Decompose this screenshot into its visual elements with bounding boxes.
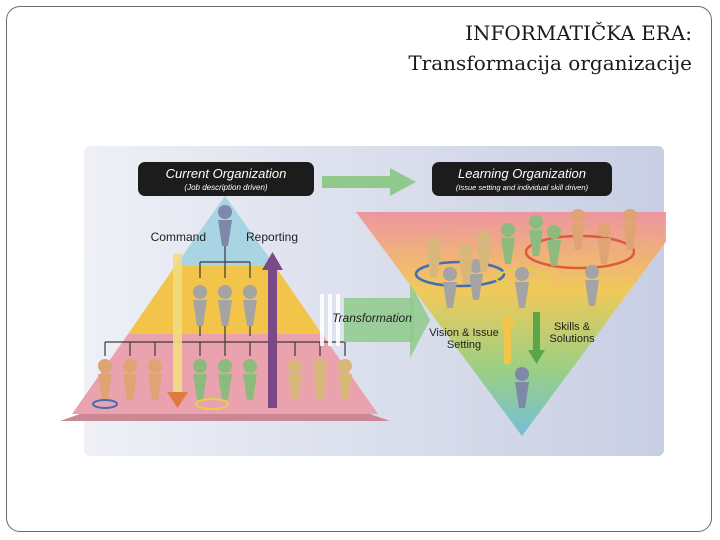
- top-transition-arrow: [322, 168, 416, 196]
- middle-managers: [193, 285, 257, 326]
- transformation-label: Transformation: [332, 311, 412, 325]
- slide-title-line2: Transformacija organizacije: [408, 51, 692, 75]
- reporting-arrow: [262, 252, 283, 408]
- vision-label-line2: Setting: [447, 339, 481, 351]
- cycle-ring-left: [92, 399, 118, 409]
- slide-frame: [6, 6, 712, 532]
- reporting-label: Reporting: [246, 230, 298, 244]
- staff-group-2: [193, 359, 257, 400]
- staff-group-3: [288, 359, 352, 400]
- slide-title-line1: INFORMATIČKA ERA:: [465, 21, 692, 45]
- command-arrow: [167, 254, 188, 408]
- learning-organization-title: Learning Organization: [458, 166, 586, 181]
- transformation-arrow: Transformation: [320, 282, 430, 358]
- learning-organization-box: Learning Organization (Issue setting and…: [432, 162, 612, 196]
- hierarchy-lines: [104, 246, 346, 356]
- current-organization-title: Current Organization: [166, 166, 287, 181]
- skills-label-line2: Solutions: [549, 333, 595, 345]
- vision-label-line1: Vision & Issue: [429, 327, 499, 339]
- learning-organization-subtitle: (Issue setting and individual skill driv…: [456, 183, 589, 192]
- vision-up-arrow: [499, 312, 516, 364]
- cycle-ring-mid: [195, 398, 229, 410]
- skills-down-arrow: [528, 312, 545, 364]
- skills-label-line1: Skills &: [554, 321, 591, 333]
- current-organization-subtitle: (Job description driven): [184, 183, 267, 192]
- slide-title: INFORMATIČKA ERA: Transformacija organiz…: [408, 18, 692, 78]
- organization-diagram: Command Reporting Current Organization (…: [60, 146, 666, 456]
- staff-group-1: [98, 359, 162, 400]
- command-label: Command: [151, 230, 206, 244]
- current-organization-box: Current Organization (Job description dr…: [138, 162, 314, 196]
